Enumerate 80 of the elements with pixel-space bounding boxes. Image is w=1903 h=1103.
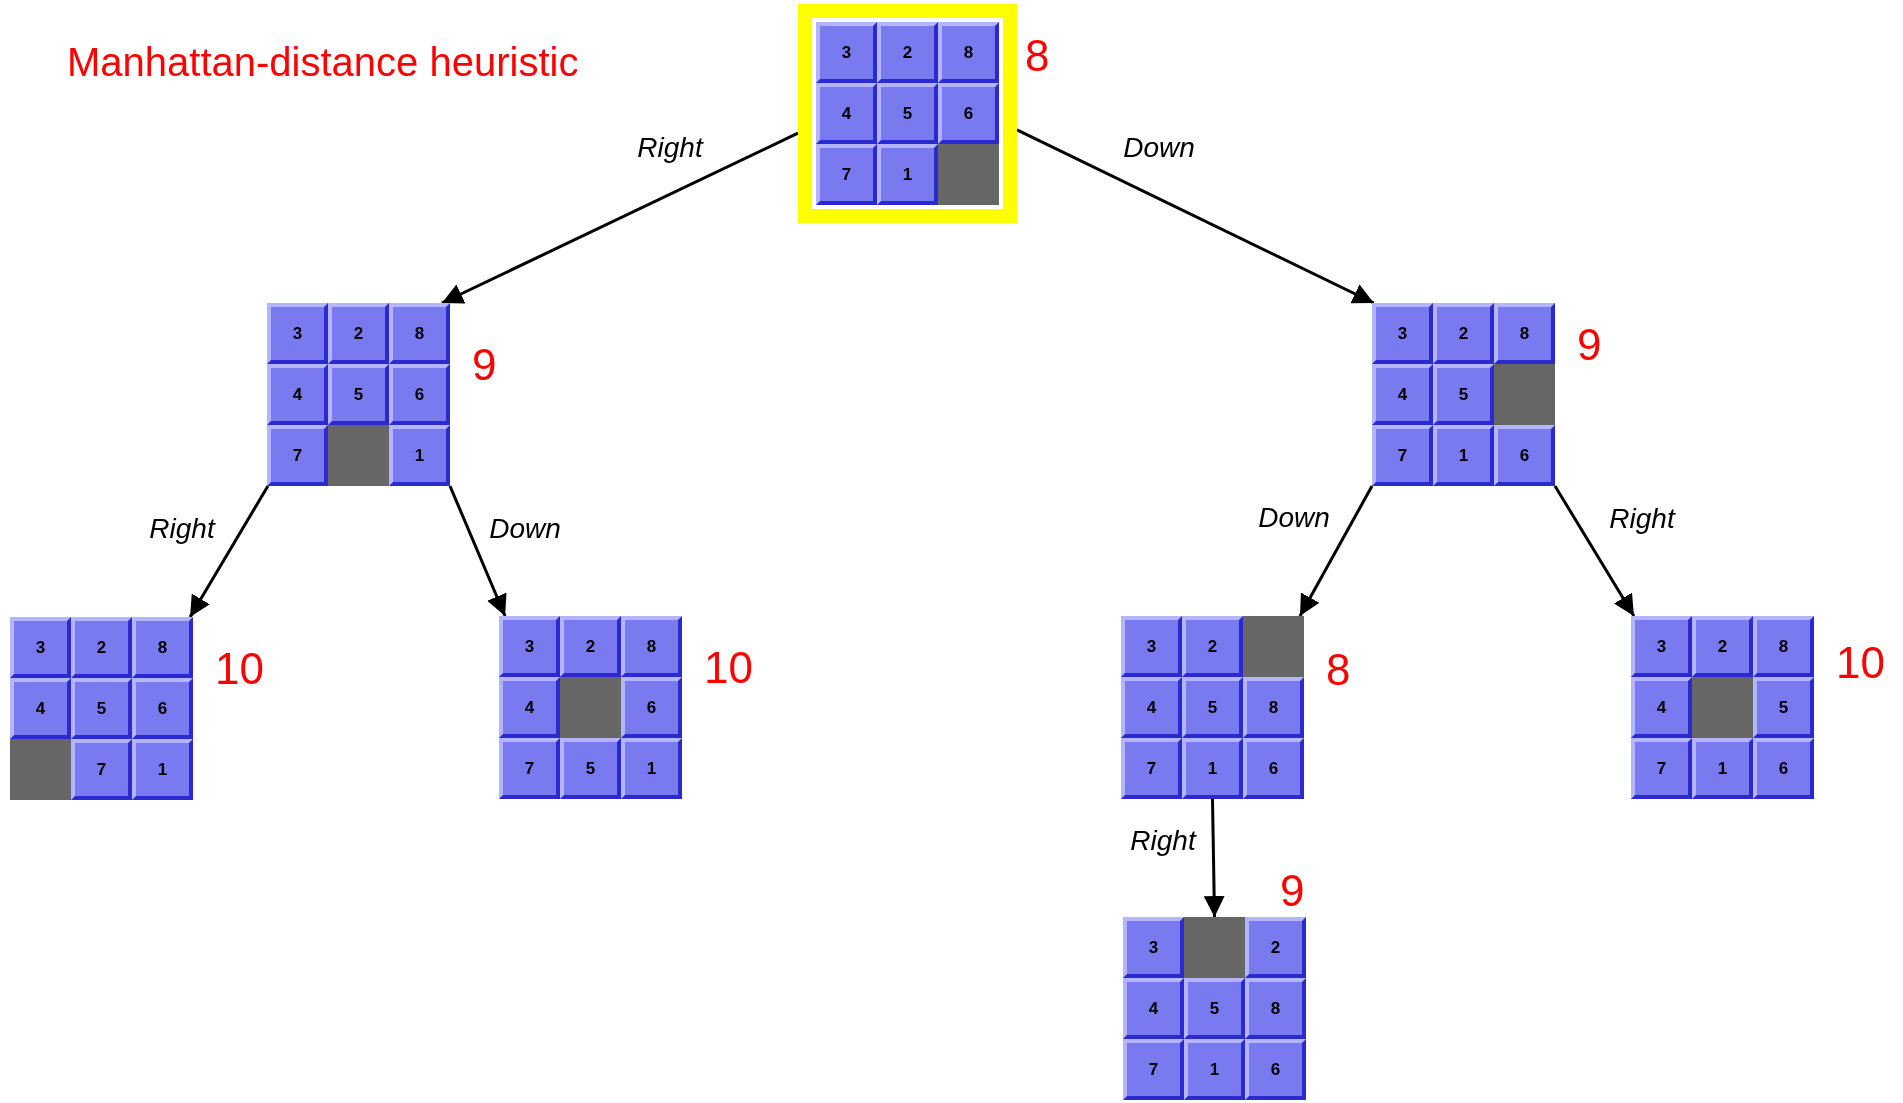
- heuristic-value: 8: [1326, 648, 1351, 692]
- puzzle-tile: 1: [1182, 738, 1243, 799]
- puzzle-tile: 8: [1243, 677, 1304, 738]
- heuristic-value: 8: [1025, 34, 1050, 78]
- puzzle-tile: 5: [328, 364, 389, 425]
- puzzle-tile: 4: [1121, 677, 1182, 738]
- puzzle-tile: 8: [1245, 978, 1306, 1039]
- puzzle-tile: 1: [1433, 425, 1494, 486]
- arrow: [188, 485, 270, 618]
- puzzle-tile: 6: [1753, 738, 1814, 799]
- puzzle-tile: 6: [1494, 425, 1555, 486]
- puzzle-tile: 5: [1182, 677, 1243, 738]
- puzzle-tile: 4: [499, 677, 560, 738]
- puzzle-tile: 7: [1123, 1039, 1184, 1100]
- puzzle-tile: 6: [132, 678, 193, 739]
- puzzle-tile: 1: [132, 739, 193, 800]
- puzzle-tile: 7: [1372, 425, 1433, 486]
- puzzle-tile: 6: [621, 677, 682, 738]
- arrow: [441, 131, 799, 305]
- puzzle-tile: 5: [1753, 677, 1814, 738]
- puzzle-tile: 7: [1121, 738, 1182, 799]
- puzzle-tile: 3: [10, 617, 71, 678]
- puzzle-tile: 2: [71, 617, 132, 678]
- puzzle-tile: 8: [389, 303, 450, 364]
- arrow: [1203, 798, 1225, 918]
- puzzle-tile: 2: [1182, 616, 1243, 677]
- arrow: [448, 485, 507, 617]
- puzzle-tile: 3: [1631, 616, 1692, 677]
- puzzle-tile: 4: [10, 678, 71, 739]
- puzzle-tile: 1: [1184, 1039, 1245, 1100]
- puzzle-tile: 6: [389, 364, 450, 425]
- arrow: [1553, 485, 1636, 617]
- puzzle-tile: 3: [1121, 616, 1182, 677]
- puzzle-tile: 3: [499, 616, 560, 677]
- arrow: [1298, 485, 1374, 617]
- puzzle-tile: 1: [389, 425, 450, 486]
- heuristic-value: 10: [704, 646, 753, 690]
- puzzle-tile: 5: [1184, 978, 1245, 1039]
- heuristic-value: 10: [1836, 641, 1885, 685]
- puzzle-tile: 6: [938, 83, 999, 144]
- puzzle-tile: 7: [816, 144, 877, 205]
- puzzle-tile: 7: [499, 738, 560, 799]
- puzzle-tile: 8: [621, 616, 682, 677]
- puzzle-tile: 6: [1245, 1039, 1306, 1100]
- puzzle-tile: 3: [1123, 917, 1184, 978]
- puzzle-tile: 4: [1372, 364, 1433, 425]
- heuristic-value: 9: [1280, 869, 1305, 913]
- puzzle-tile: 2: [1245, 917, 1306, 978]
- puzzle-tile: 3: [1372, 303, 1433, 364]
- title: Manhattan-distance heuristic: [67, 40, 579, 85]
- puzzle-tile: 1: [877, 144, 938, 205]
- puzzle-tile: 8: [132, 617, 193, 678]
- puzzle-tile: 3: [816, 22, 877, 83]
- puzzle-tile: 5: [877, 83, 938, 144]
- puzzle-tile: 2: [877, 22, 938, 83]
- heuristic-value: 9: [472, 343, 497, 387]
- puzzle-tile: 3: [267, 303, 328, 364]
- puzzle-tile: 6: [1243, 738, 1304, 799]
- puzzle-tile: 5: [560, 738, 621, 799]
- puzzle-tile: 7: [1631, 738, 1692, 799]
- heuristic-value: 9: [1577, 323, 1602, 367]
- puzzle-tile: 5: [1433, 364, 1494, 425]
- puzzle-tile: 4: [267, 364, 328, 425]
- puzzle-tile: 8: [938, 22, 999, 83]
- puzzle-tile: 4: [816, 83, 877, 144]
- puzzle-tile: 8: [1494, 303, 1555, 364]
- puzzle-tile: 1: [621, 738, 682, 799]
- puzzle-tile: 7: [71, 739, 132, 800]
- puzzle-tile: 2: [1433, 303, 1494, 364]
- puzzle-tile: 2: [1692, 616, 1753, 677]
- puzzle-tile: 4: [1123, 978, 1184, 1039]
- puzzle-tile: 2: [560, 616, 621, 677]
- puzzle-tile: 2: [328, 303, 389, 364]
- puzzle-tile: 7: [267, 425, 328, 486]
- puzzle-tile: 4: [1631, 677, 1692, 738]
- arrow: [1016, 128, 1375, 305]
- puzzle-tile: 8: [1753, 616, 1814, 677]
- heuristic-value: 10: [215, 647, 264, 691]
- puzzle-tile: 1: [1692, 738, 1753, 799]
- puzzle-tile: 5: [71, 678, 132, 739]
